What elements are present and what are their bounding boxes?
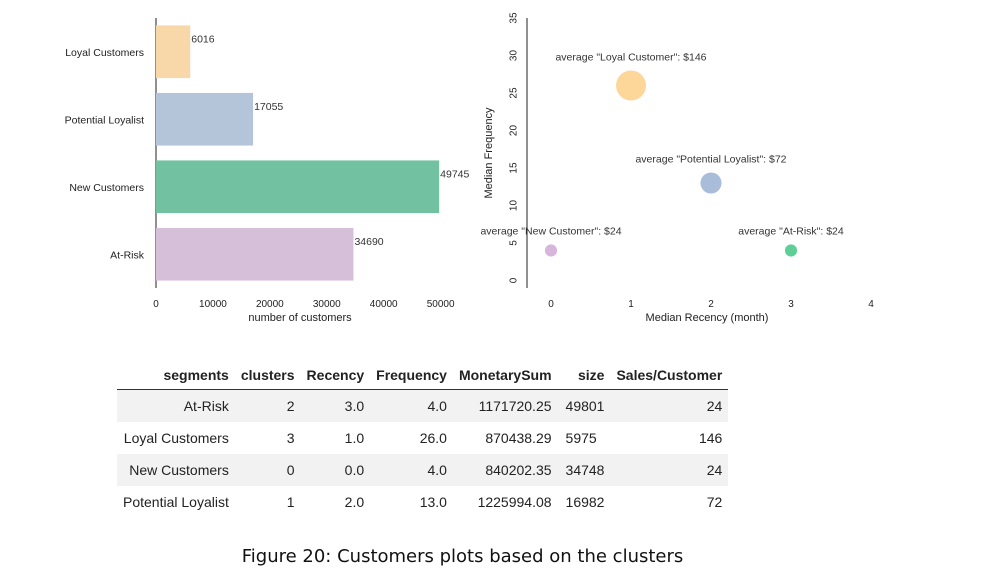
data-label: 49745 [440, 168, 469, 180]
data-label: 17055 [254, 101, 283, 113]
category-label: New Customers [69, 182, 144, 194]
x-tick-label: 10000 [199, 299, 227, 310]
point-annotation: average "Potential Loyalist": $72 [635, 153, 786, 165]
table-cell: 0.0 [344, 462, 365, 478]
table-row: Loyal Customers 3 1.0 26.0 870438.29 5975 146 [117, 422, 728, 454]
figure-caption: Figure 20: Customers plots based on the … [241, 546, 684, 567]
table-cell: 870438.29 [485, 430, 552, 446]
table-cell: 49801 [565, 398, 605, 414]
table-cell: 146 [698, 430, 723, 446]
table-cell: 3.0 [344, 398, 365, 414]
table-cell: 3 [286, 430, 295, 446]
column-header: MonetarySum [458, 367, 552, 383]
column-header: Recency [306, 367, 365, 383]
data-point [700, 172, 722, 194]
category-label: At-Risk [110, 249, 145, 261]
scatter-chart: 0 5 10 15 20 25 30 35 0 1 2 3 4 Median FrequencyMedia… [480, 12, 874, 324]
x-axis-label: Median Recency (month) [646, 312, 769, 324]
x-tick-label: 0 [548, 299, 554, 310]
table-cell: 26.0 [419, 430, 447, 446]
table-cell: 1225994.08 [477, 494, 552, 510]
category-label: Loyal Customers [65, 47, 144, 59]
table-cell: 1 [286, 494, 295, 510]
data-point [616, 70, 646, 101]
table-cell: 16982 [565, 494, 605, 510]
x-tick-label: 30000 [313, 299, 341, 310]
x-tick-label: 4 [868, 299, 874, 310]
x-tick-label: 2 [708, 299, 714, 310]
table-cell: 72 [706, 494, 723, 510]
bar [156, 160, 440, 214]
table-cell: 4.0 [427, 462, 447, 478]
column-header: Sales/Customer [616, 367, 723, 383]
data-point [784, 244, 798, 257]
table-cell: Loyal Customers [123, 430, 229, 446]
data-point [544, 244, 558, 257]
table-row: Potential Loyalist 1 2.0 13.0 1225994.08 1698… [117, 486, 728, 518]
bar [156, 92, 254, 146]
table-cell: 5975 [565, 430, 597, 446]
table-cell: 13.0 [419, 494, 447, 510]
table-row: New Customers 0 0.0 4.0 840202.35 34748 24 [117, 454, 729, 486]
summary-table: segments clusters Recency Frequency Monetary… [117, 361, 729, 519]
x-tick-label: 0 [153, 299, 159, 310]
column-header: size [578, 367, 605, 383]
point-annotation: average "New Customer": $24 [480, 225, 621, 237]
table-cell: 1.0 [344, 430, 365, 446]
y-tick-label: 5 [509, 240, 520, 246]
table-cell: New Customers [129, 462, 229, 478]
table-cell: 34748 [565, 462, 605, 478]
table-cell: Potential Loyalist [123, 494, 229, 510]
table-cell: At-Risk [183, 398, 229, 414]
x-axis-label: number of customers [248, 312, 352, 324]
y-tick-label: 20 [509, 125, 520, 137]
y-tick-label: 0 [509, 277, 520, 283]
y-tick-label: 30 [509, 50, 520, 62]
table-cell: 4.0 [427, 398, 447, 414]
table-header-row: segments clusters Recency Frequency Monetary… [117, 361, 729, 390]
table-cell: 2 [286, 398, 295, 414]
bar [156, 25, 191, 79]
table-cell: 0 [286, 462, 295, 478]
table-cell: 24 [706, 398, 723, 414]
table-cell: 840202.35 [485, 462, 552, 478]
data-label: 6016 [191, 33, 215, 45]
x-tick-label: 20000 [256, 299, 284, 310]
x-tick-label: 50000 [427, 299, 455, 310]
table-row: At-Risk 2 3.0 4.0 1171720.25 49801 24 [117, 389, 729, 422]
column-header: Frequency [376, 367, 447, 383]
category-label: Potential Loyalist [65, 114, 144, 126]
x-tick-label: 3 [788, 299, 794, 310]
column-header: segments [163, 367, 229, 383]
x-tick-label: 1 [628, 299, 634, 310]
y-tick-label: 10 [509, 200, 520, 212]
bar [156, 227, 354, 281]
point-annotation: average "Loyal Customer": $146 [555, 52, 706, 64]
y-tick-label: 15 [509, 162, 520, 174]
data-label: 34690 [354, 236, 383, 248]
y-tick-label: 35 [509, 12, 520, 24]
table-cell: 1171720.25 [478, 398, 552, 414]
table-cell: 24 [706, 462, 723, 478]
y-axis-label: Median Frequency [483, 107, 495, 199]
column-header: clusters [240, 367, 295, 383]
x-tick-label: 40000 [370, 299, 398, 310]
point-annotation: average "At-Risk": $24 [738, 225, 844, 237]
y-tick-label: 25 [509, 87, 520, 99]
table-cell: 2.0 [344, 494, 365, 510]
